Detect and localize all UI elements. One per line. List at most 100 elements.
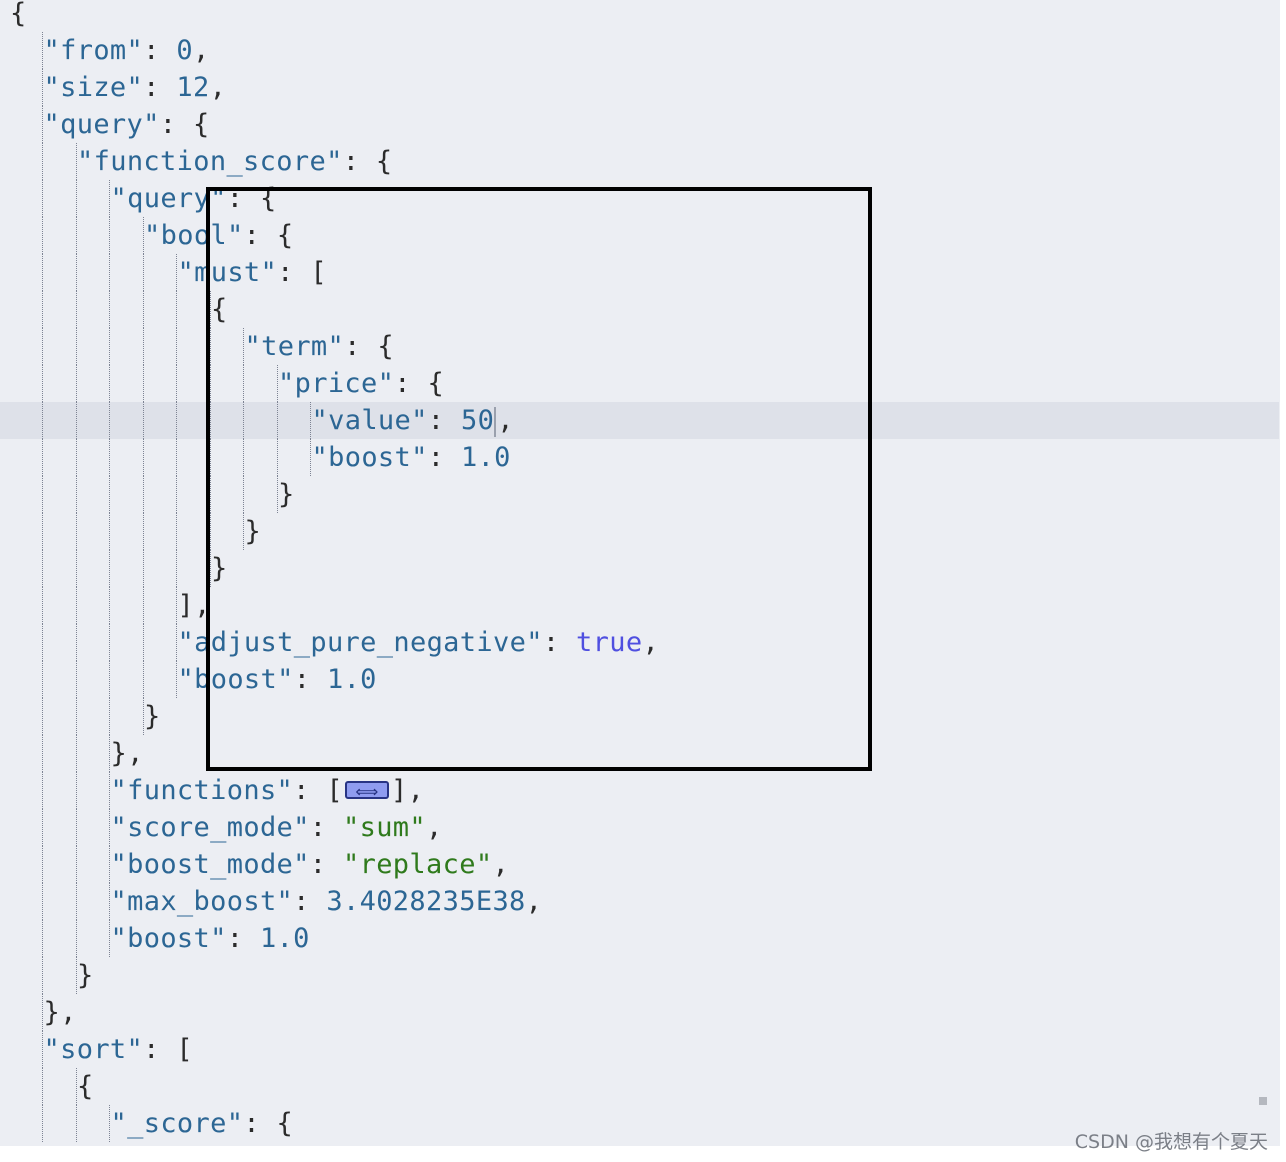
- indent-guide: [75, 476, 77, 513]
- indent-guide: [42, 661, 43, 698]
- indent-guide: [109, 809, 110, 846]
- code-token: {: [77, 1071, 94, 1102]
- code-line[interactable]: "query": {: [44, 106, 210, 143]
- indent-guide: [209, 476, 211, 513]
- code-token: "boost": [311, 442, 428, 473]
- code-line[interactable]: "sort": [: [44, 1031, 193, 1068]
- indent-guide: [42, 291, 43, 328]
- indent-guide: [42, 624, 43, 661]
- indent-guide: [75, 217, 77, 254]
- indent-guide: [142, 661, 144, 698]
- indent-guide: [42, 957, 43, 994]
- indent-guide: [42, 106, 43, 143]
- indent-guide: [42, 143, 43, 180]
- indent-guide: [142, 476, 144, 513]
- code-line[interactable]: "score_mode": "sum",: [111, 809, 443, 846]
- code-line[interactable]: }: [278, 476, 295, 513]
- code-token: :: [293, 886, 327, 917]
- code-token: ],: [391, 775, 425, 806]
- indent-guide: [310, 402, 311, 439]
- code-line[interactable]: }: [144, 698, 161, 735]
- code-token: : {: [159, 109, 210, 140]
- code-line[interactable]: }: [211, 550, 228, 587]
- code-token: 1.0: [326, 664, 377, 695]
- code-line[interactable]: ],: [178, 587, 211, 624]
- indent-guide: [109, 661, 110, 698]
- code-line[interactable]: "_score": {: [111, 1105, 294, 1142]
- code-token: 0: [176, 35, 193, 66]
- indent-guide: [109, 180, 110, 217]
- indent-guide: [42, 439, 43, 476]
- indent-guide: [42, 402, 43, 439]
- code-token: "size": [43, 72, 144, 103]
- indent-guide: [109, 439, 110, 476]
- watermark: CSDN @我想有个夏天: [1074, 1131, 1268, 1153]
- code-line[interactable]: "from": 0,: [44, 32, 210, 69]
- indent-guide: [42, 587, 43, 624]
- indent-guide: [75, 772, 77, 809]
- code-token: ,: [497, 405, 514, 436]
- indent-guide: [75, 550, 77, 587]
- resize-handle[interactable]: [1259, 1097, 1267, 1105]
- indent-guide: [42, 735, 43, 772]
- code-line[interactable]: "must": [: [178, 254, 327, 291]
- indent-guide: [42, 883, 43, 920]
- indent-guide: [42, 254, 43, 291]
- indent-guide: [42, 994, 43, 1031]
- code-line[interactable]: "term": {: [245, 328, 394, 365]
- code-token: ],: [177, 590, 211, 621]
- code-token: :: [293, 664, 327, 695]
- code-line[interactable]: "boost": 1.0: [312, 439, 511, 476]
- code-line[interactable]: "price": {: [278, 365, 444, 402]
- code-line[interactable]: }: [77, 957, 94, 994]
- code-line[interactable]: "boost_mode": "replace",: [111, 846, 510, 883]
- code-line[interactable]: "boost": 1.0: [178, 661, 377, 698]
- code-line[interactable]: "functions": [⟺],: [111, 772, 425, 809]
- code-line[interactable]: },: [111, 735, 144, 772]
- indent-guide: [42, 1105, 43, 1142]
- code-token: }: [211, 553, 228, 584]
- annotation-box: [206, 187, 872, 771]
- code-token: :: [309, 849, 343, 880]
- indent-guide: [176, 624, 177, 661]
- indent-guide: [243, 476, 244, 513]
- indent-guide: [42, 180, 43, 217]
- code-token: }: [144, 701, 161, 732]
- code-line[interactable]: "size": 12,: [44, 69, 227, 106]
- code-line[interactable]: "bool": {: [144, 217, 293, 254]
- code-line[interactable]: "max_boost": 3.4028235E38,: [111, 883, 543, 920]
- indent-guide: [176, 402, 177, 439]
- indent-guide: [142, 587, 144, 624]
- code-line[interactable]: "boost": 1.0: [111, 920, 310, 957]
- code-token: :: [143, 35, 177, 66]
- code-token: : [: [293, 775, 343, 806]
- code-line[interactable]: {: [77, 1068, 94, 1105]
- code-line[interactable]: }: [245, 513, 262, 550]
- code-line[interactable]: {: [10, 0, 27, 32]
- indent-guide: [42, 550, 43, 587]
- code-line[interactable]: "adjust_pure_negative": true,: [178, 624, 660, 661]
- indent-guide: [176, 513, 177, 550]
- indent-guide: [75, 698, 77, 735]
- code-token: ,: [525, 886, 543, 917]
- code-token: }: [244, 516, 262, 547]
- code-token: ,: [642, 627, 660, 658]
- indent-guide: [42, 69, 43, 106]
- code-line[interactable]: },: [44, 994, 77, 1031]
- indent-guide: [142, 365, 144, 402]
- code-line[interactable]: {: [211, 291, 228, 328]
- expand-horizontal-icon[interactable]: ⟺: [345, 780, 389, 800]
- indent-guide: [109, 217, 110, 254]
- code-token: },: [110, 738, 144, 769]
- indent-guide: [176, 439, 177, 476]
- code-line[interactable]: "value": 50,: [312, 402, 514, 439]
- indent-guide: [75, 809, 77, 846]
- code-token: {: [211, 294, 228, 325]
- indent-guide: [176, 476, 177, 513]
- code-line[interactable]: "function_score": {: [77, 143, 393, 180]
- indent-guide: [109, 291, 110, 328]
- indent-guide: [142, 698, 144, 735]
- indent-guide: [142, 291, 144, 328]
